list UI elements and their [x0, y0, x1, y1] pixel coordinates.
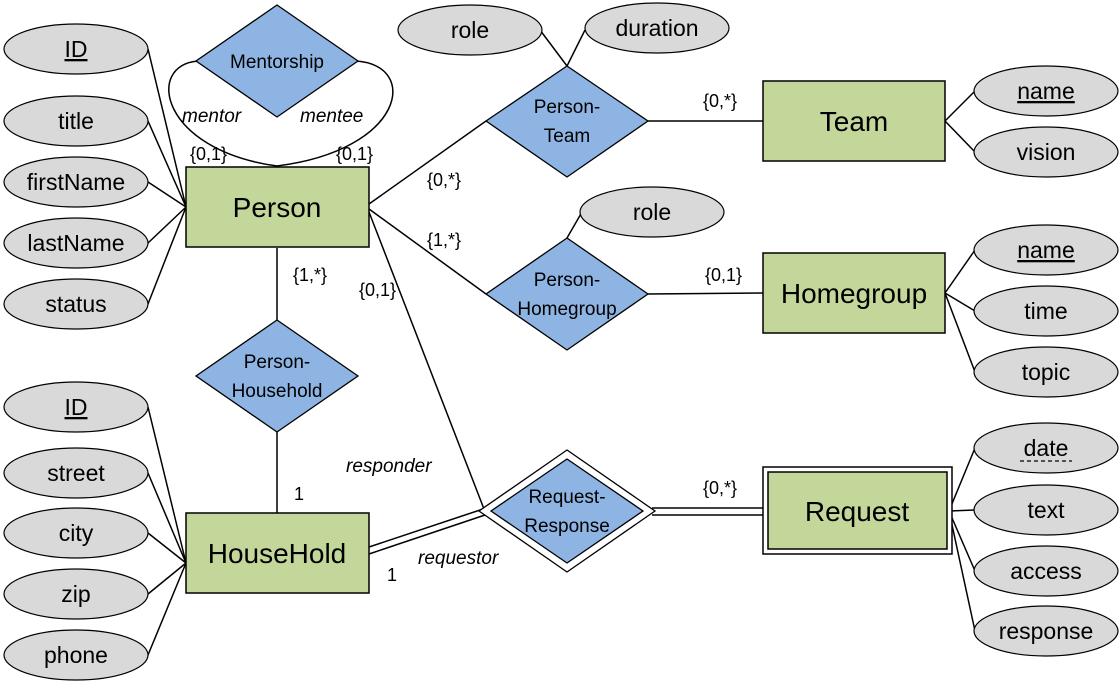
- cardinality-person-homegroup-person: {1,*}: [427, 230, 461, 250]
- cardinality-mentee: {0,1}: [336, 144, 373, 164]
- relationship-label-line2: Team: [544, 126, 590, 147]
- relationship-label-line2: Response: [524, 516, 610, 537]
- attribute-label: role: [451, 17, 489, 43]
- relationship-label-line2: Homegroup: [517, 299, 616, 320]
- attribute-request-text: text: [973, 484, 1119, 536]
- attribute-person-status: status: [3, 278, 149, 330]
- cardinality-person-household-household: 1: [294, 484, 304, 504]
- cardinality-requestor-household: 1: [387, 565, 397, 585]
- entity-person: Person: [185, 166, 370, 248]
- entity-household: HouseHold: [185, 512, 370, 594]
- attribute-label: status: [45, 291, 106, 317]
- attribute-homegroup-topic: topic: [973, 346, 1119, 398]
- attribute-request-access: access: [973, 545, 1119, 597]
- relationship-label-line1: Person-: [534, 270, 601, 291]
- attribute-label-partial-key: date: [1024, 435, 1069, 461]
- attribute-person-homegroup-role: role: [579, 186, 725, 238]
- attribute-label: access: [1010, 558, 1082, 584]
- relationship-mentorship: Mentorship: [194, 4, 360, 118]
- attribute-homegroup-name: name: [973, 224, 1119, 276]
- attribute-homegroup-time: time: [973, 285, 1119, 337]
- entity-request: Request: [762, 466, 953, 555]
- attribute-label-key: name: [1017, 237, 1075, 263]
- attribute-household-city: city: [3, 507, 149, 559]
- role-label-mentor: mentor: [182, 106, 242, 127]
- attribute-person-id: ID: [3, 23, 149, 75]
- attribute-person-firstname: firstName: [3, 156, 149, 208]
- attribute-label-key: ID: [65, 36, 88, 62]
- attribute-household-street: street: [3, 447, 149, 499]
- entity-label: Team: [820, 106, 888, 137]
- attribute-label: street: [47, 460, 105, 486]
- role-label-responder: responder: [346, 456, 432, 477]
- attribute-label: title: [58, 108, 94, 134]
- attribute-household-zip: zip: [3, 568, 149, 620]
- attribute-label: duration: [615, 15, 698, 41]
- relationship-label-line1: Person-: [534, 97, 601, 118]
- cardinality-responder-person: {0,1}: [359, 280, 396, 300]
- cardinality-person-household-person: {1,*}: [293, 265, 327, 285]
- attribute-label: response: [999, 618, 1094, 644]
- attribute-person-team-duration: duration: [584, 2, 730, 54]
- role-label-mentee: mentee: [300, 106, 363, 127]
- attribute-label: vision: [1017, 139, 1076, 165]
- attribute-label: time: [1024, 298, 1067, 324]
- cardinality-person-team-team: {0,*}: [703, 91, 737, 111]
- attribute-label: zip: [61, 581, 90, 607]
- cardinality-request-response-request: {0,*}: [703, 478, 737, 498]
- attribute-team-name: name: [973, 65, 1119, 117]
- relationship-request-response: Request- Response: [477, 449, 657, 573]
- entity-label: Request: [805, 496, 910, 527]
- attribute-request-date: date: [973, 422, 1119, 474]
- relationship-label: Mentorship: [230, 52, 324, 73]
- attribute-label: role: [633, 199, 671, 225]
- relationship-label-line1: Person-: [244, 352, 311, 373]
- attribute-label: topic: [1022, 359, 1071, 385]
- attribute-label: firstName: [27, 169, 125, 195]
- relationship-label-line1: Request-: [528, 487, 605, 508]
- relationship-person-homegroup: Person- Homegroup: [484, 237, 650, 351]
- relationship-label-line2: Household: [232, 381, 323, 402]
- cardinality-mentor: {0,1}: [190, 144, 227, 164]
- attribute-household-phone: phone: [3, 629, 149, 681]
- cardinality-person-team-person: {0,*}: [427, 170, 461, 190]
- attribute-household-id: ID: [3, 381, 149, 433]
- attribute-label: lastName: [27, 230, 124, 256]
- connector-lines: [147, 29, 976, 656]
- attribute-person-team-role: role: [397, 4, 543, 56]
- entity-label: Person: [233, 192, 322, 223]
- role-label-requestor: requestor: [418, 548, 499, 569]
- entity-label: HouseHold: [208, 538, 347, 569]
- cardinality-person-homegroup-homegroup: {0,1}: [705, 265, 742, 285]
- attribute-label: text: [1027, 497, 1065, 523]
- attribute-label: phone: [44, 642, 108, 668]
- attribute-label-key: ID: [65, 394, 88, 420]
- entity-team: Team: [762, 80, 946, 162]
- relationship-person-household: Person- Household: [194, 319, 360, 433]
- entity-homegroup: Homegroup: [762, 252, 946, 334]
- relationship-person-team: Person- Team: [484, 65, 650, 178]
- attribute-person-title: title: [3, 95, 149, 147]
- attribute-person-lastname: lastName: [3, 217, 149, 269]
- attribute-label-key: name: [1017, 78, 1075, 104]
- attribute-label: city: [59, 520, 94, 546]
- attribute-team-vision: vision: [973, 126, 1119, 178]
- entity-label: Homegroup: [781, 278, 927, 309]
- attribute-request-response: response: [973, 605, 1119, 657]
